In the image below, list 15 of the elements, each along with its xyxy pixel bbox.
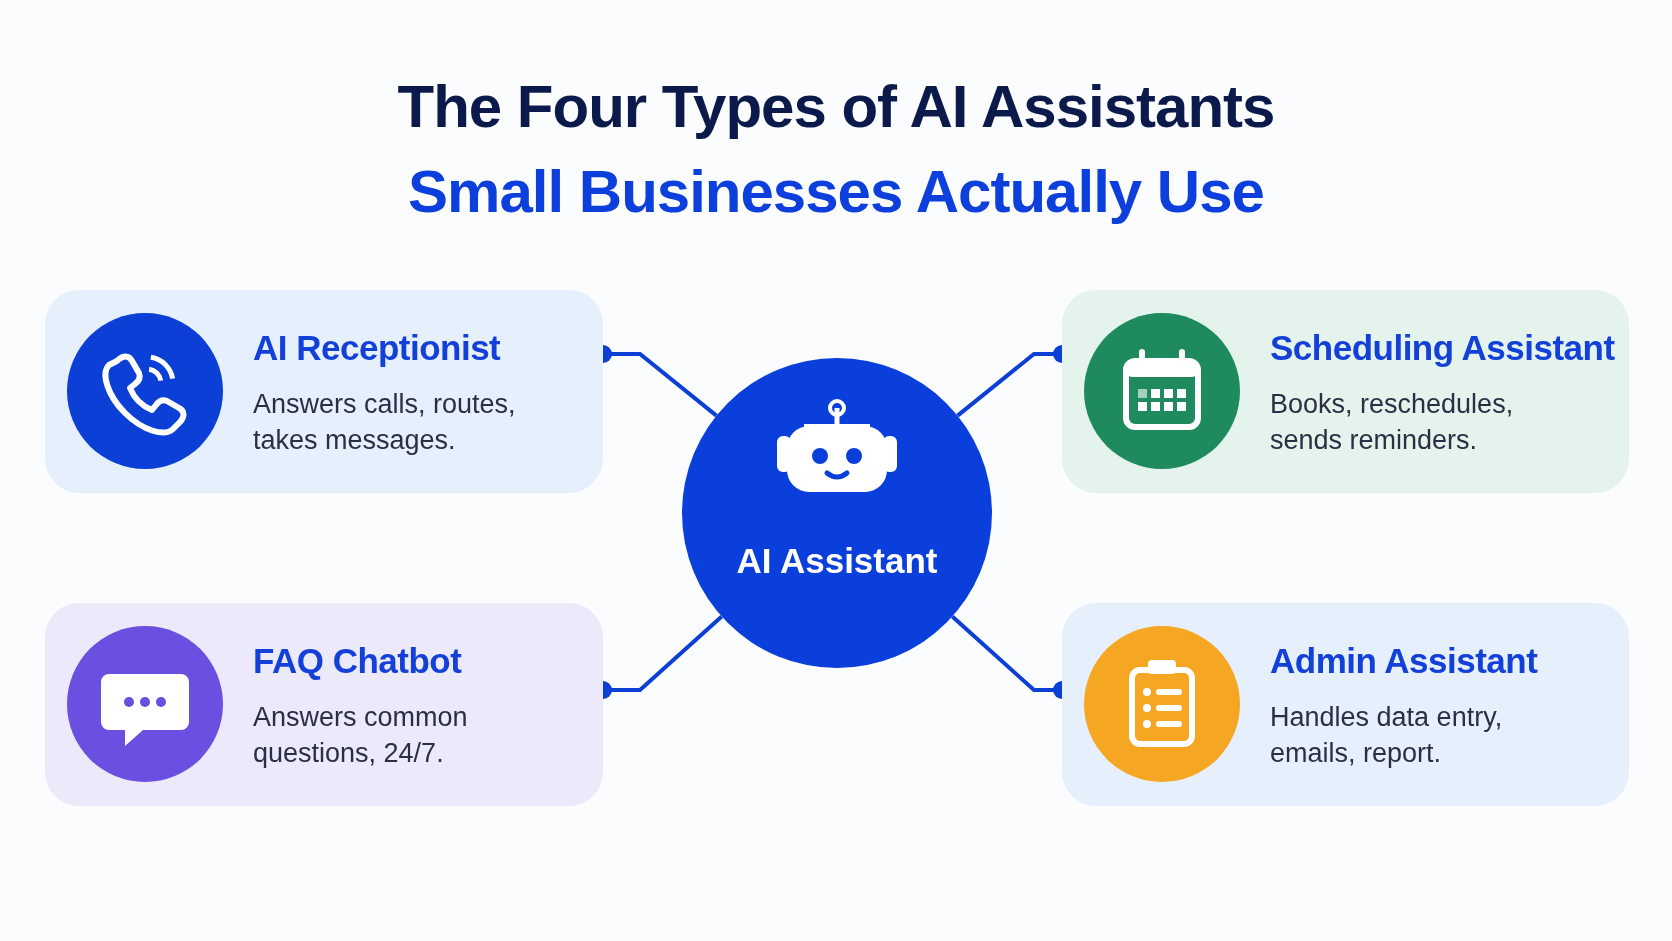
card-description: Answers common questions, 24/7. — [253, 701, 469, 770]
card-description: Handles data entry, emails, report. — [1270, 701, 1504, 770]
card-heading: Admin Assistant — [1270, 641, 1538, 681]
service-card — [45, 290, 603, 493]
service-card — [1062, 290, 1629, 493]
card-description: Answers calls, routes, takes messages. — [253, 388, 517, 457]
card-heading: Scheduling Assistant — [1270, 328, 1615, 368]
service-card — [1062, 603, 1629, 806]
card-heading: FAQ Chatbot — [253, 641, 462, 681]
node-label: AI Assistant — [735, 541, 939, 581]
card-description: Books, reschedules, sends reminders. — [1270, 388, 1515, 457]
card-heading: AI Receptionist — [253, 328, 501, 368]
title: The Four Types of AI Assistants — [396, 72, 1276, 141]
service-card — [45, 603, 603, 806]
subtitle: Small Businesses Actually Use — [407, 157, 1265, 226]
